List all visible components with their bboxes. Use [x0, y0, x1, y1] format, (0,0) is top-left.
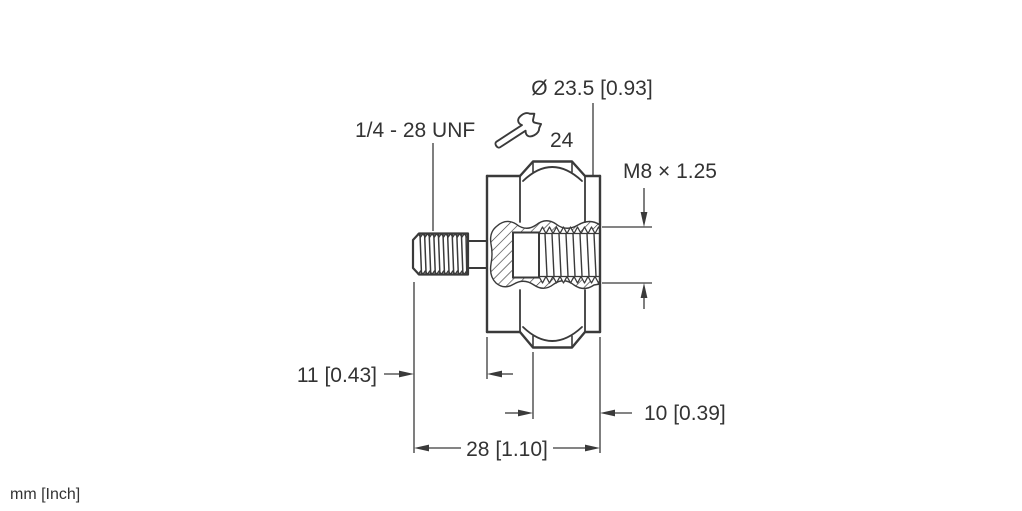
dim-overall-length-label: 28 [1.10]: [466, 438, 548, 461]
dimension-lines: [384, 188, 648, 452]
dim-overall-length-line: [414, 444, 600, 452]
dim-thread-length-line: [384, 370, 513, 378]
adapter-body: [485, 160, 602, 349]
internal-thread-teeth-top: [538, 226, 601, 235]
internal-thread-teeth-bottom: [538, 275, 601, 284]
stud-neck: [467, 240, 488, 269]
bore-entry: [512, 231, 540, 279]
dim-thread-length-label: 11 [0.43]: [297, 364, 377, 387]
internal-thread-crests: [544, 233, 597, 277]
dim-hex-end-length-line: [505, 409, 632, 417]
hex-chamfer-arc-top: [522, 166, 583, 182]
wrench-icon: [494, 112, 543, 149]
dim-hex-end-length-label: 10 [0.39]: [644, 402, 726, 425]
units-note-label: mm [Inch]: [10, 486, 80, 503]
wrench-size-label: 24: [550, 129, 574, 152]
extension-lines: [413, 103, 652, 453]
external-thread-stud: [411, 232, 488, 276]
thread-sawtooth-top: [415, 232, 468, 238]
hex-chamfer-arc-bottom: [522, 326, 583, 342]
thread-sawtooth-bottom: [415, 270, 468, 276]
broken-out-section: [489, 220, 601, 290]
outer-diameter-label: Ø 23.5 [0.93]: [531, 77, 652, 100]
external-thread-crests: [419, 233, 468, 275]
external-thread-label: 1/4 - 28 UNF: [355, 119, 475, 142]
dim-internal-thread-line: [640, 188, 648, 309]
internal-thread-label: M8 × 1.25: [623, 160, 717, 183]
